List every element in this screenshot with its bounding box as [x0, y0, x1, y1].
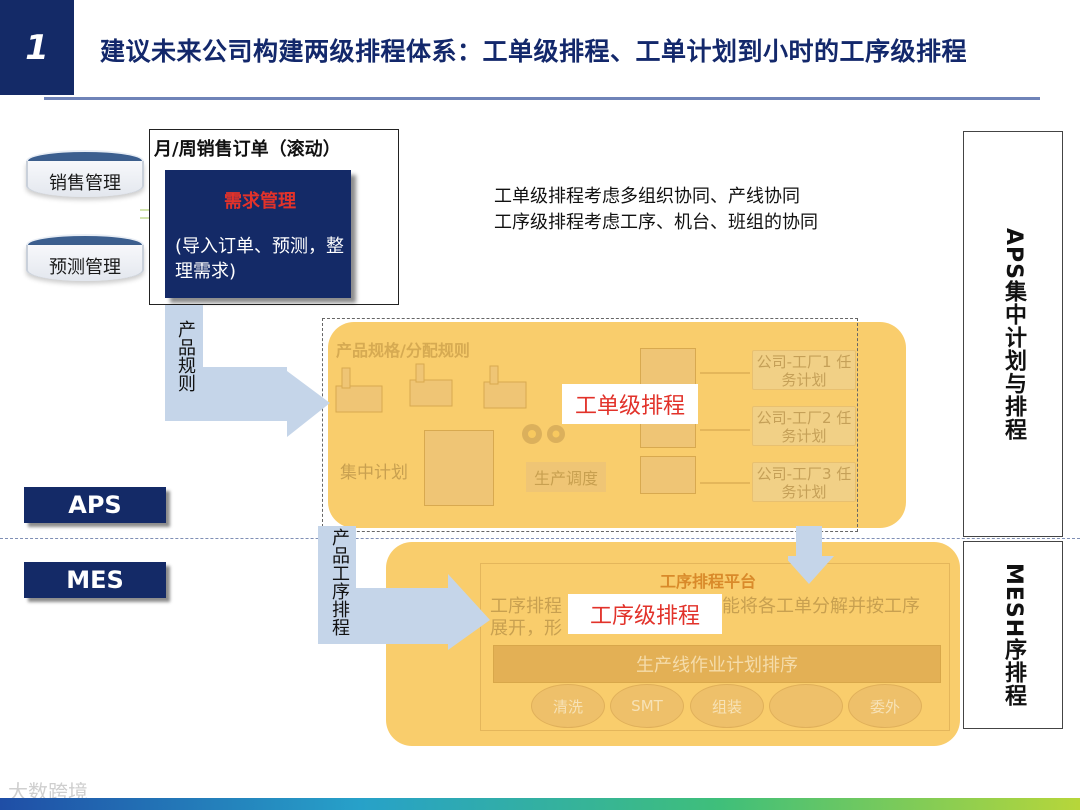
process-smt: SMT — [610, 684, 684, 728]
plant-1-plan: 公司-工厂1 任务计划 — [752, 350, 856, 390]
process-rule-label: 产品工序排程 — [326, 528, 352, 636]
process-step-4 — [769, 684, 843, 728]
note-line: 工单级排程考虑多组织协同、产线协同 — [494, 184, 818, 210]
mes-side-box: MESH序排程 — [963, 541, 1063, 729]
bottom-color-strip — [0, 798, 1080, 810]
aps-tag: APS — [24, 487, 166, 523]
process-platform-title: 工序排程平台 — [660, 568, 756, 592]
aps-mes-divider — [0, 538, 1080, 539]
process-level-scheduling-label: 工序级排程 — [568, 594, 722, 634]
process-outsourcing: 委外 — [848, 684, 922, 728]
note-line: 工序级排程考虑工序、机台、班组的协同 — [494, 210, 818, 236]
plant-3-plan: 公司-工厂3 任务计划 — [752, 462, 856, 502]
forecast-management-label: 预测管理 — [26, 245, 144, 281]
demand-management-desc: (导入订单、预测，整理需求) — [175, 234, 345, 284]
plant-connector-lines — [700, 355, 760, 495]
section-number: 1 — [0, 0, 74, 95]
central-plan-label: 集中计划 — [340, 458, 408, 483]
sales-order-title: 月/周销售订单（滚动） — [154, 135, 341, 161]
process-cleaning: 清洗 — [531, 684, 605, 728]
aps-to-mes-arrow — [788, 526, 838, 586]
sales-management-db: 销售管理 — [26, 150, 144, 200]
process-assembly: 组装 — [690, 684, 764, 728]
aps-side-label: APS集中计划与排程 — [997, 228, 1029, 441]
plant-2-plan: 公司-工厂2 任务计划 — [752, 406, 856, 446]
process-desc-1b: 能将各工单分解并按工序 — [722, 592, 920, 618]
mes-side-label: MESH序排程 — [997, 563, 1029, 707]
page-title: 建议未来公司构建两级排程体系：工单级排程、工单计划到小时的工序级排程 — [100, 32, 967, 68]
production-line-bar: 生产线作业计划排序 — [493, 645, 941, 683]
factory-icon — [332, 360, 532, 420]
aps-side-box: APS集中计划与排程 — [963, 131, 1063, 537]
order-level-scheduling-label: 工单级排程 — [562, 384, 698, 424]
dispatch-label: 生产调度 — [526, 462, 606, 492]
planning-board-icon — [424, 430, 494, 506]
notes: 工单级排程考虑多组织协同、产线协同 工序级排程考虑工序、机台、班组的协同 — [494, 184, 818, 236]
sales-management-label: 销售管理 — [26, 161, 144, 197]
mes-tag: MES — [24, 562, 166, 598]
plan-grid-icon — [640, 456, 696, 494]
product-spec-label: 产品规格/分配规则 — [336, 337, 470, 361]
process-desc-2: 展开，形 — [490, 614, 562, 640]
product-rule-label: 产品规则 — [172, 320, 198, 392]
title-divider — [44, 97, 1040, 100]
demand-management-title: 需求管理 — [224, 187, 296, 213]
forecast-management-db: 预测管理 — [26, 234, 144, 284]
